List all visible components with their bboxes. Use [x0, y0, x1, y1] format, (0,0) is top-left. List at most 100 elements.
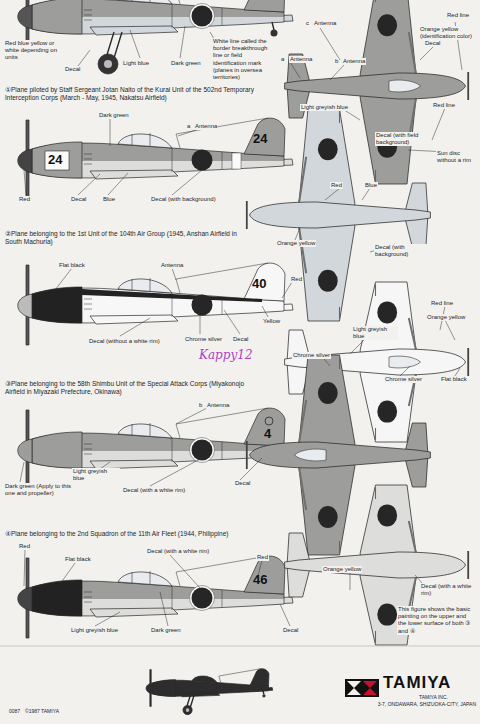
aircraft-side-view: [146, 669, 273, 715]
callout-label: Red line: [430, 300, 454, 307]
callout-label: Antenna: [313, 20, 337, 27]
plane-caption: ①Plane piloted by Staff Sergeant Jotan N…: [4, 86, 270, 102]
leader-line: [325, 188, 340, 200]
aircraft-side-view: [18, 556, 293, 638]
callout-label: Decal: [234, 480, 251, 487]
leader-line: [120, 318, 150, 336]
callout-label: Decal (with background): [150, 196, 217, 203]
callout-label: Decal (with a white rim): [420, 583, 474, 597]
callout-label: Light greyish blue: [70, 627, 119, 634]
leader-line: [280, 604, 290, 626]
leader-line: [290, 62, 300, 78]
leader-line: [350, 572, 351, 590]
leader-line: [224, 310, 240, 334]
leader-line: [362, 188, 370, 200]
callout-label: Red: [330, 182, 343, 189]
plane-caption: ④Plane belonging to the 2nd Squadron of …: [4, 530, 261, 538]
callout-label: Decal (without a white rim): [88, 338, 161, 345]
callout-label: White line called the border breakthroug…: [212, 38, 278, 81]
sheet-edge: [0, 646, 480, 647]
callout-label: Orange yellow (identification color): [419, 26, 477, 40]
aircraft-number: 24: [253, 131, 267, 147]
callout-label: c: [305, 20, 310, 27]
callout-label: Decal (with a white rim): [146, 548, 210, 555]
callout-label: Red line: [432, 102, 456, 109]
callout-label: Chrome silver: [184, 336, 223, 343]
callout-label: Decal: [70, 196, 87, 203]
callout-label: Decal (with a white rim): [122, 487, 186, 494]
leader-line: [110, 119, 111, 146]
callout-label: Antenna: [289, 56, 313, 63]
callout-label: Red: [18, 543, 31, 550]
callout-label: Flat black: [440, 376, 468, 383]
aircraft-number: 24: [48, 152, 62, 168]
tamiya-star-logo: [345, 679, 379, 697]
callout-label: b: [334, 58, 339, 65]
leader-line: [160, 592, 168, 626]
leader-line: [445, 320, 455, 340]
aircraft-number: 40: [252, 276, 266, 292]
callout-label: Decal: [282, 627, 299, 634]
callout-label: Decal (with field background): [375, 132, 429, 146]
callout-label: Yellow: [262, 318, 281, 325]
leader-line: [55, 268, 72, 290]
callout-label: Decal: [232, 336, 249, 343]
leader-line: [295, 228, 300, 240]
callout-label: Antenna: [342, 58, 366, 65]
aircraft-number: 46: [253, 572, 267, 588]
callout-label: Light greyish blue: [300, 104, 349, 111]
footer-text: 3-7, ONDAWARA, SHIZUOKA-CITY, JAPAN: [377, 701, 477, 707]
leader-line: [330, 64, 345, 80]
callout-label: Red line: [446, 12, 470, 19]
callout-label: Orange yellow: [426, 314, 466, 321]
plane-caption: ②Plane belonging to the 1st Unit of the …: [4, 230, 256, 246]
leader-line: [78, 50, 90, 66]
callout-label: Red: [18, 196, 31, 203]
aircraft-side-view: [18, 118, 293, 200]
leader-line: [170, 555, 200, 588]
callout-label: Dark green (Apply to this one and propel…: [4, 483, 76, 497]
leader-line: [432, 108, 445, 140]
leader-line: [24, 170, 26, 195]
footer-text: ©1987 TAMIYA: [24, 708, 60, 714]
leader-line: [95, 612, 120, 626]
leader-line: [320, 28, 340, 60]
callout-label: Red: [290, 276, 303, 283]
leader-line: [24, 549, 25, 586]
callout-label: This figure shows the basic painting on …: [397, 606, 477, 635]
leader-line: [108, 173, 128, 195]
callout-label: Decal: [424, 40, 441, 47]
leader-line: [455, 368, 460, 376]
leader-line: [78, 174, 100, 195]
leader-line: [262, 306, 268, 317]
callout-label: Red: [256, 554, 269, 561]
callout-label: a: [280, 56, 285, 63]
callout-label: Decal: [64, 66, 81, 73]
callout-label: Chrome silver: [292, 352, 331, 359]
leader-line: [130, 30, 140, 58]
callout-label: Sun disc without a rim: [436, 150, 476, 164]
callout-label: Red blue yellow or white depending on un…: [4, 40, 64, 62]
callout-label: Dark green: [170, 60, 202, 67]
leader-line: [240, 458, 262, 480]
leader-line: [178, 130, 196, 136]
leader-line: [172, 268, 176, 280]
leader-line: [172, 170, 202, 195]
footer-text: 0087: [8, 708, 21, 714]
aircraft-side-view: [18, 263, 293, 345]
callout-label: a: [186, 123, 191, 130]
callout-label: Decal (with background): [374, 244, 428, 258]
callout-label: Blue: [102, 196, 116, 203]
callout-label: Antenna: [194, 123, 218, 130]
leader-line: [20, 462, 24, 482]
watermark: Kappy12: [198, 348, 254, 362]
callout-label: Orange yellow: [276, 240, 316, 247]
callout-label: b: [198, 402, 203, 409]
callout-label: Dark green: [98, 112, 130, 119]
callout-label: Flat black: [64, 556, 92, 563]
plane-caption: ③Plane belonging to the 58th Shimbu Unit…: [4, 380, 261, 396]
leader-line: [200, 314, 201, 334]
callout-label: Chrome silver: [384, 376, 423, 383]
callout-label: Dark green: [150, 627, 182, 634]
brand-name: TAMIYA: [382, 673, 452, 693]
